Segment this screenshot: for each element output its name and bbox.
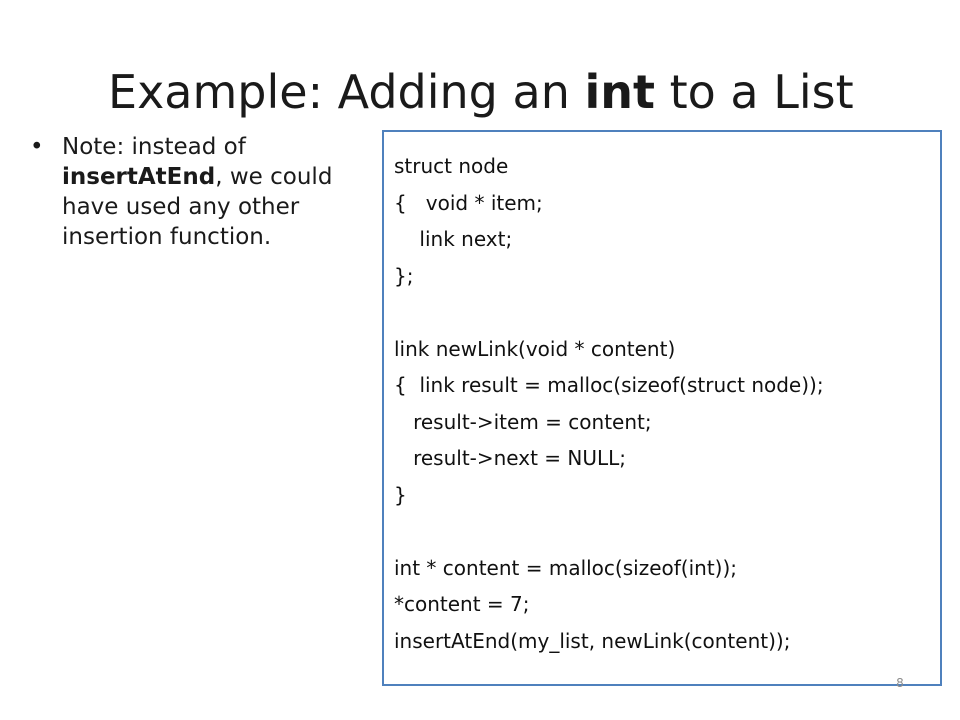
title-bold-keyword: int bbox=[584, 65, 655, 119]
code-line: result->item = content; bbox=[394, 409, 652, 434]
bullet-text-before: Note: instead of bbox=[62, 134, 246, 160]
code-line: } bbox=[394, 482, 407, 507]
bullet-list: • Note: instead of insertAtEnd, we could… bbox=[28, 132, 358, 252]
code-line: struct node bbox=[394, 154, 509, 178]
title-suffix: to a List bbox=[654, 65, 854, 119]
code-line: link next; bbox=[394, 227, 513, 251]
bullet-text-after: , we could have used any other insertion… bbox=[62, 164, 333, 250]
code-line: { link result = malloc(sizeof(struct nod… bbox=[394, 373, 824, 397]
code-line bbox=[394, 294, 936, 331]
slide-title: Example: Adding an int to a List bbox=[108, 62, 854, 122]
bullet-item: • Note: instead of insertAtEnd, we could… bbox=[28, 132, 358, 252]
bullet-text: Note: instead of insertAtEnd, we could h… bbox=[62, 134, 332, 250]
code-box: struct node { void * item; link next; };… bbox=[382, 130, 942, 686]
code-line: int * content = malloc(sizeof(int)); bbox=[394, 555, 737, 580]
code-line: { void * item; bbox=[394, 190, 543, 215]
bullet-dot-icon: • bbox=[30, 134, 44, 160]
code-line: }; bbox=[394, 263, 414, 288]
code-line: insertAtEnd(my_list, newLink(content)); bbox=[394, 628, 791, 653]
code-lines: struct node { void * item; link next; };… bbox=[394, 148, 936, 659]
bullet-bold-keyword: insertAtEnd bbox=[62, 164, 216, 190]
code-line: link newLink(void * content) bbox=[394, 336, 676, 361]
slide-number: 8 bbox=[896, 676, 904, 690]
code-line bbox=[394, 513, 936, 550]
title-prefix: Example: Adding an bbox=[108, 65, 585, 119]
code-line: *content = 7; bbox=[394, 592, 530, 616]
code-line: result->next = NULL; bbox=[394, 446, 627, 470]
